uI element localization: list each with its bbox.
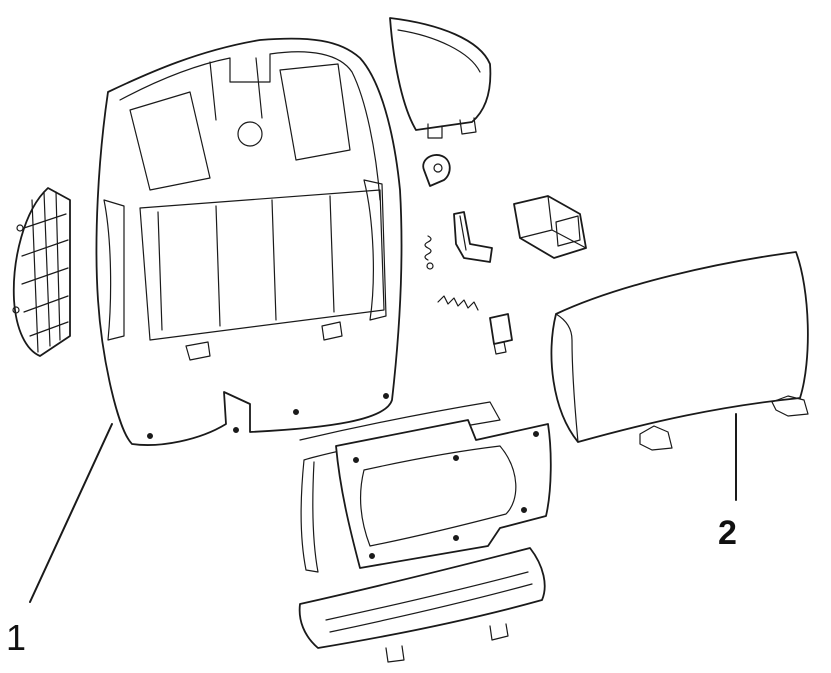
dashboard-panel: [95, 37, 403, 446]
box-module: [513, 195, 587, 259]
glove-box-door: [550, 251, 809, 451]
bottom-trim: [298, 547, 546, 663]
gasket-frame: [299, 401, 552, 573]
lock-cylinder: [489, 313, 513, 355]
clip-part: [422, 154, 451, 187]
small-spring: [424, 235, 434, 270]
upper-cover: [389, 17, 492, 139]
latch-bracket: [453, 211, 493, 263]
callout-2: 2: [718, 514, 737, 552]
side-grille: [12, 187, 71, 357]
leader-line-1: [29, 423, 113, 603]
coil-spring: [437, 295, 479, 311]
callout-1: 1: [6, 617, 26, 658]
